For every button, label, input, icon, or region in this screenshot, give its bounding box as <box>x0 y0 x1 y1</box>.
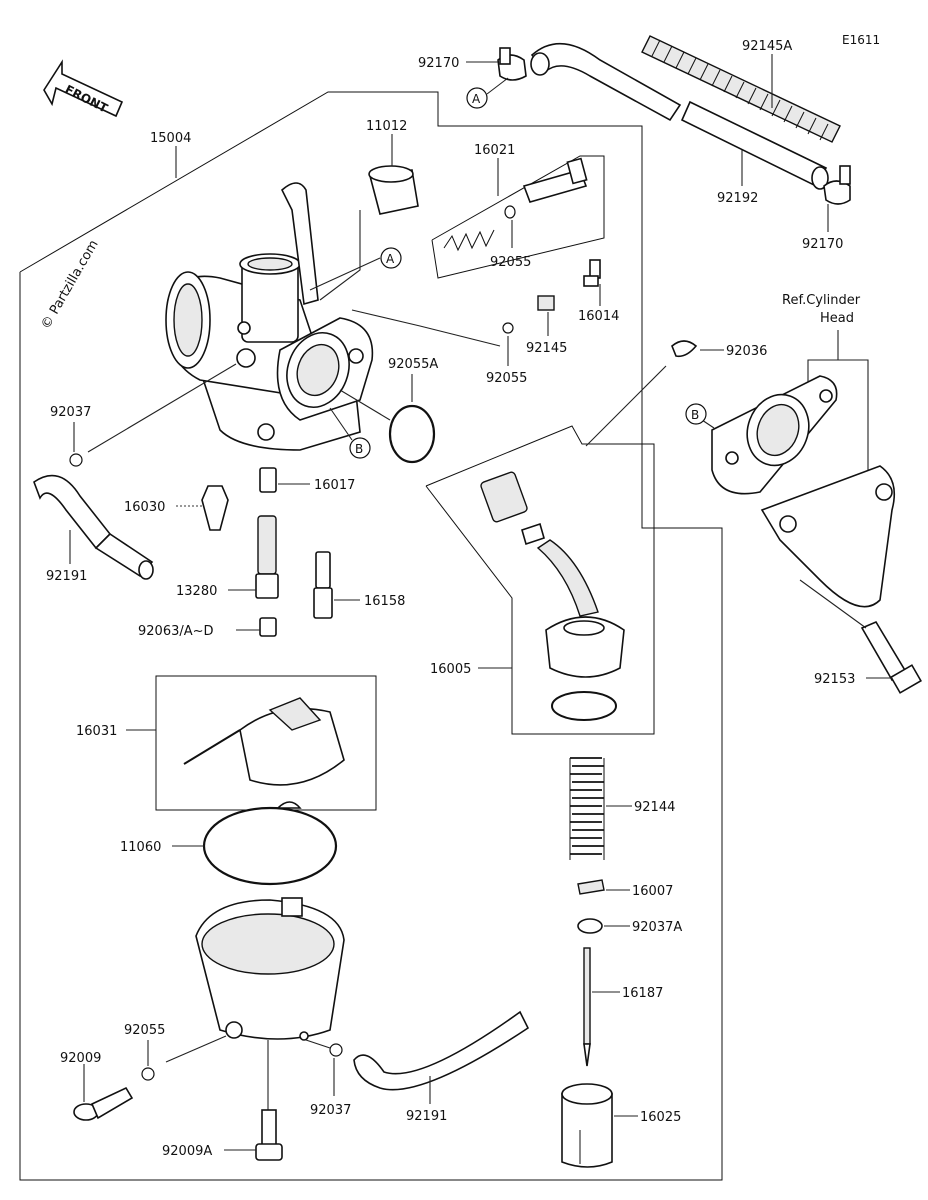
plug-92063 <box>259 617 277 637</box>
label-92037-lower: 92037 <box>310 1103 351 1118</box>
callout-b-mid: B <box>355 442 363 456</box>
cylinder-head-flange <box>711 375 838 495</box>
label-11012: 11012 <box>366 119 407 134</box>
label-92055-lower: 92055 <box>124 1023 165 1038</box>
o-ring-small <box>502 322 514 334</box>
callout-circle-a-mid <box>380 247 402 269</box>
label-92153: 92153 <box>814 672 855 687</box>
bolt-92153 <box>860 620 922 694</box>
drain-screw <box>73 1086 134 1121</box>
cylinder-head <box>760 465 896 608</box>
label-92192: 92192 <box>717 191 758 206</box>
callout-circle-b-mid <box>349 437 371 459</box>
diagram-code: E1611 <box>842 33 880 47</box>
float-bowl-gasket <box>202 806 338 886</box>
label-15004: 15004 <box>150 131 191 146</box>
float-assembly <box>183 697 345 786</box>
label-92055A: 92055A <box>388 357 438 372</box>
float-valve <box>201 485 229 531</box>
jet-needle <box>583 947 591 1067</box>
label-92145A: 92145A <box>742 39 792 54</box>
clip-92036 <box>671 340 698 358</box>
label-92009: 92009 <box>60 1051 101 1066</box>
label-13280: 13280 <box>176 584 217 599</box>
label-11060: 11060 <box>120 840 161 855</box>
label-16014: 16014 <box>578 309 619 324</box>
callout-circle-b-right <box>685 403 707 425</box>
needle-clip <box>577 918 603 934</box>
label-92191-lower: 92191 <box>406 1109 447 1124</box>
o-ring-pilot <box>504 205 516 219</box>
label-16158: 16158 <box>364 594 405 609</box>
fuel-hose-upper <box>530 42 682 122</box>
callout-b-right: B <box>691 408 699 422</box>
callout-a-mid: A <box>386 252 395 266</box>
label-16030: 16030 <box>124 500 165 515</box>
overflow-hose-lower <box>353 1010 530 1091</box>
o-ring-lower <box>141 1067 155 1081</box>
spring-92145 <box>537 295 555 311</box>
clip-92037-lower <box>329 1043 343 1057</box>
label-16021: 16021 <box>474 143 515 158</box>
starter-nut <box>521 522 545 546</box>
pilot-screw <box>522 157 588 203</box>
clip-92037-upper <box>69 453 83 467</box>
label-92055-small: 92055 <box>486 371 527 386</box>
starter-cap <box>480 471 528 523</box>
label-92170-right: 92170 <box>802 237 843 252</box>
callout-a-top: A <box>472 92 481 106</box>
assembly-outline <box>19 91 723 1181</box>
needle-jet <box>255 515 279 599</box>
ref-label-line1: Ref.Cylinder <box>782 293 861 308</box>
label-92144: 92144 <box>634 800 675 815</box>
label-16017: 16017 <box>314 478 355 493</box>
hose-clamp-top <box>497 47 527 81</box>
starter-cable-tube <box>536 539 599 617</box>
callout-circle-a-top <box>466 87 488 109</box>
pilot-screw-box <box>431 155 605 279</box>
label-16031: 16031 <box>76 724 117 739</box>
needle-retainer <box>577 879 605 895</box>
o-ring-92055A <box>388 404 436 464</box>
label-92037-upper: 92037 <box>50 405 91 420</box>
label-92055-pilot: 92055 <box>490 255 531 270</box>
watermark: © Partzilla.com <box>38 238 101 332</box>
float-bowl <box>195 897 345 1041</box>
carburetor-body <box>165 182 374 451</box>
starter-nut-large <box>545 616 625 678</box>
pilot-jet <box>313 551 333 619</box>
corrugated-hose <box>641 35 841 143</box>
throttle-valve <box>561 1083 613 1168</box>
breather-hose <box>680 100 829 190</box>
screw-16014 <box>583 259 601 287</box>
starter-gasket <box>551 691 617 721</box>
throttle-cap-ring <box>368 165 419 215</box>
label-92009A: 92009A <box>162 1144 212 1159</box>
screw-92009A <box>255 1109 283 1161</box>
label-92036: 92036 <box>726 344 767 359</box>
label-16005: 16005 <box>430 662 471 677</box>
starter-plunger-box <box>425 425 655 735</box>
label-16187: 16187 <box>622 986 663 1001</box>
label-16007: 16007 <box>632 884 673 899</box>
hose-clamp-right <box>823 165 851 205</box>
throttle-spring <box>569 757 605 860</box>
front-arrow-icon: FRONT <box>43 59 124 118</box>
jet-16017 <box>259 467 277 493</box>
ref-label-line2: Head <box>820 311 854 326</box>
label-92191-upper: 92191 <box>46 569 87 584</box>
label-92145: 92145 <box>526 341 567 356</box>
label-16025: 16025 <box>640 1110 681 1125</box>
overflow-hose-upper <box>33 474 154 580</box>
label-92170-top: 92170 <box>418 56 459 71</box>
label-92063: 92063/A~D <box>138 624 214 639</box>
pilot-spring <box>443 229 495 252</box>
label-92037A: 92037A <box>632 920 682 935</box>
